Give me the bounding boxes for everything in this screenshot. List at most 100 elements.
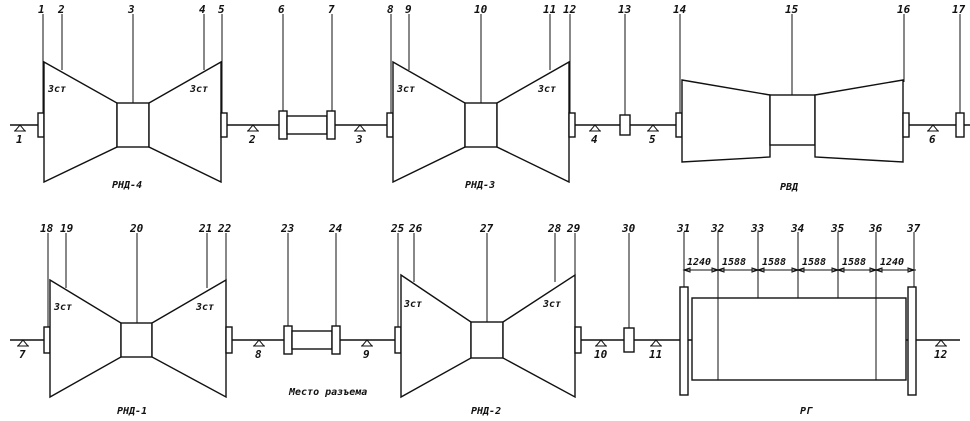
callout-25: 25	[390, 222, 405, 235]
rg-left-end	[679, 286, 689, 396]
rotor-rnd2: 3ст 3ст РНД-2	[394, 273, 582, 417]
callout-23: 23	[280, 222, 295, 235]
callout-32: 32	[710, 222, 725, 235]
rotor-rnd1: 3ст 3ст РНД-1	[43, 278, 233, 417]
coupling-top-shaft	[286, 115, 328, 135]
dim-4: 1588	[802, 257, 826, 268]
dim-1: 1240	[687, 257, 711, 268]
callout-18: 18	[40, 222, 54, 235]
coupling-top-left	[278, 110, 288, 140]
rnd1-right-cone	[151, 278, 227, 399]
rvd-left-flange	[675, 112, 683, 138]
rnd2-caption: РНД-2	[471, 406, 501, 417]
top-supports: 1 2 3 4 5 6	[13, 124, 940, 146]
rnd1-left-flange	[43, 326, 51, 354]
rnd3-stage-left: 3ст	[396, 84, 415, 95]
rnd3-right-flange	[568, 112, 576, 138]
coupling-top-right	[326, 110, 336, 140]
callout-2: 2	[57, 3, 65, 16]
support-label-9: 9	[363, 348, 370, 361]
rotor-rvd: РВД	[675, 79, 910, 193]
callout-19: 19	[60, 222, 74, 235]
callout-33: 33	[750, 222, 765, 235]
support-label-2: 2	[248, 133, 256, 146]
bearing-30	[623, 327, 635, 353]
top-leaders	[42, 14, 961, 115]
rnd3-stage-right: 3ст	[537, 84, 556, 95]
dim-3: 1588	[762, 257, 786, 268]
callout-11: 11	[543, 3, 556, 16]
bearing-13	[619, 114, 631, 136]
support-top-3	[353, 124, 367, 132]
callout-20: 20	[129, 222, 144, 235]
support-bottom-9	[360, 339, 374, 347]
callout-3: 3	[127, 3, 135, 16]
rnd4-stage-right: 3ст	[189, 84, 208, 95]
callout-16: 16	[897, 3, 911, 16]
rg-body	[691, 297, 907, 381]
support-bottom-7	[16, 339, 30, 347]
rnd2-left-cone	[400, 273, 472, 399]
callout-21: 21	[198, 222, 212, 235]
rnd2-hub	[470, 321, 504, 359]
rg-right-end	[907, 286, 917, 396]
top-callouts: 1 2 3 4 5 6 7 8 9 10 11 12 13 14 15 16 1…	[38, 3, 966, 16]
callout-6: 6	[278, 3, 285, 16]
callout-22: 22	[217, 222, 232, 235]
callout-10: 10	[474, 3, 488, 16]
dim-5: 1588	[842, 257, 866, 268]
callout-35: 35	[830, 222, 845, 235]
callout-12: 12	[563, 3, 577, 16]
rnd4-stage-left: 3ст	[47, 84, 66, 95]
callout-7: 7	[328, 3, 335, 16]
support-bottom-12	[934, 339, 948, 347]
callout-27: 27	[479, 222, 494, 235]
bottom-supports: 7 8 9 10 11 12	[16, 339, 948, 361]
support-bottom-8	[252, 339, 266, 347]
callout-17: 17	[952, 3, 966, 16]
rnd1-right-flange	[225, 326, 233, 354]
support-top-1	[13, 124, 27, 132]
support-label-3: 3	[355, 133, 363, 146]
support-label-7: 7	[19, 348, 26, 361]
callout-5: 5	[218, 3, 225, 16]
coupling-bottom-right	[331, 325, 341, 355]
callout-4: 4	[199, 3, 206, 16]
split-place-label: Место разъема	[288, 387, 367, 398]
rotor-rnd3: 3ст 3ст РНД-3	[386, 60, 576, 191]
rnd1-left-cone	[49, 278, 122, 399]
rnd2-stage-right: 3ст	[542, 299, 561, 310]
coupling-top	[278, 110, 336, 140]
support-top-5	[646, 124, 660, 132]
callout-13: 13	[618, 3, 632, 16]
callout-24: 24	[328, 222, 343, 235]
rnd1-caption: РНД-1	[117, 406, 147, 417]
rvd-hub	[769, 94, 816, 146]
callout-8: 8	[387, 3, 394, 16]
rnd2-right-flange	[574, 326, 582, 354]
coupling-bottom: Место разъема	[283, 325, 367, 398]
rnd3-right-cone	[496, 60, 570, 184]
rg-dimension-line: 1240 1588 1588 1588 1588 1240	[682, 232, 916, 298]
rvd-caption: РВД	[780, 182, 799, 193]
rnd4-caption: РНД-4	[112, 180, 142, 191]
rnd1-stage-right: 3ст	[195, 302, 214, 313]
callout-15: 15	[785, 3, 799, 16]
rnd4-left-cone	[43, 60, 118, 184]
callout-14: 14	[673, 3, 687, 16]
dim-6: 1240	[880, 257, 904, 268]
support-label-5: 5	[649, 133, 656, 146]
rvd-right-flange	[902, 112, 910, 138]
rvd-left-cone	[681, 79, 771, 163]
callout-31: 31	[676, 222, 690, 235]
callout-37: 37	[906, 222, 921, 235]
support-label-11: 11	[649, 348, 662, 361]
rnd2-stage-left: 3ст	[403, 299, 422, 310]
rnd3-left-cone	[392, 60, 466, 184]
callout-28: 28	[547, 222, 562, 235]
support-top-4	[588, 124, 602, 132]
rnd4-hub	[116, 102, 150, 148]
coupling-bottom-left	[283, 325, 293, 355]
rnd3-hub	[464, 102, 498, 148]
